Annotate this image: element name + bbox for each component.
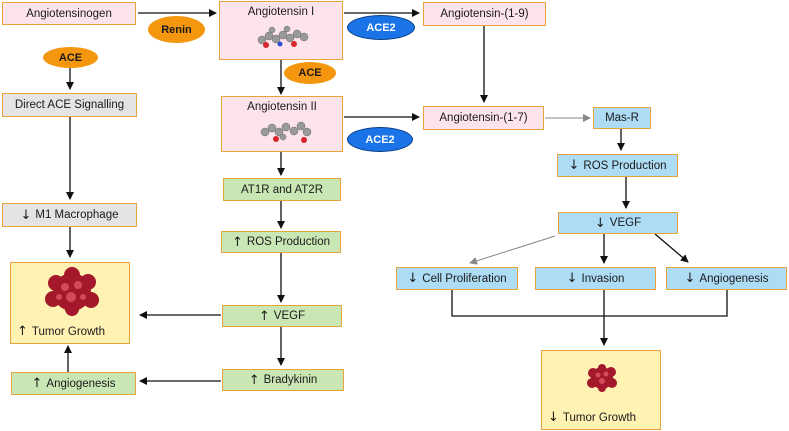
angiotensin-ii-label: Angiotensin II: [247, 101, 317, 113]
tumor-growth-left-text: ↑Tumor Growth: [17, 324, 105, 339]
at1r-at2r-node: AT1R and AT2R: [223, 178, 341, 201]
angiogenesis-right-label: Angiogenesis: [699, 272, 769, 285]
ace-left-label: ACE: [58, 51, 83, 64]
bradykinin-label: Bradykinin: [263, 374, 318, 386]
vegf-mid-node: ↑ VEGF: [222, 305, 342, 327]
down-arrow-icon: ↓: [20, 207, 32, 223]
up-arrow-icon: ↑: [17, 324, 28, 339]
up-arrow-icon: ↑: [31, 376, 43, 391]
tumor-growth-right-node: ↓Tumor Growth: [541, 350, 661, 430]
down-arrow-icon: ↓: [594, 215, 606, 231]
angiogenesis-right-node: ↓ Angiogenesis: [666, 267, 787, 290]
direct-ace-label: Direct ACE Signalling: [14, 99, 125, 111]
tumor-growth-left-label: Tumor Growth: [31, 326, 105, 338]
tumor-growth-right-label: Tumor Growth: [562, 412, 636, 424]
ace2-enzyme-top: ACE2: [347, 15, 415, 40]
vegf-right-node: ↓ VEGF: [558, 212, 678, 234]
ros-production-mid-label: ROS Production: [246, 236, 330, 248]
down-arrow-icon: ↓: [548, 410, 559, 425]
angiotensin-1-9-node: Angiotensin-(1-9): [423, 2, 546, 26]
ace-mid-label: ACE: [298, 67, 322, 79]
ros-production-right-node: ↓ ROS Production: [557, 154, 678, 177]
down-arrow-icon: ↓: [568, 158, 580, 173]
ace2-enzyme-mid: ACE2: [347, 127, 413, 152]
at1r-at2r-label: AT1R and AT2R: [240, 183, 324, 196]
tumor-cell-icon: [45, 267, 99, 316]
mas-r-label: Mas-R: [605, 112, 639, 124]
ace2-mid-label: ACE2: [365, 133, 395, 146]
cell-proliferation-label: Cell Proliferation: [422, 272, 507, 285]
ace-enzyme-mid: ACE: [284, 62, 336, 84]
angiotensin-i-node: Angiotensin I: [219, 1, 343, 60]
angiotensin-ii-node: Angiotensin II: [221, 96, 343, 152]
tumor-growth-right-text: ↓Tumor Growth: [548, 410, 636, 425]
angiotensin-1-9-label: Angiotensin-(1-9): [440, 8, 529, 20]
molecule-icon: [260, 121, 312, 143]
ace-enzyme-left: ACE: [43, 47, 98, 68]
renin-enzyme: Renin: [148, 16, 205, 43]
bradykinin-node: ↑ Bradykinin: [222, 369, 344, 391]
down-arrow-icon: ↓: [684, 271, 696, 286]
direct-ace-signalling-node: Direct ACE Signalling: [2, 93, 137, 117]
angiotensin-1-7-node: Angiotensin-(1-7): [423, 106, 544, 130]
up-arrow-icon: ↑: [248, 372, 260, 388]
tumor-growth-left-node: ↑Tumor Growth: [10, 262, 130, 344]
ace2-top-label: ACE2: [366, 21, 396, 34]
renin-label: Renin: [161, 23, 192, 36]
down-arrow-icon: ↓: [407, 271, 419, 286]
angiotensinogen-label: Angiotensinogen: [26, 7, 112, 20]
up-arrow-icon: ↑: [231, 234, 243, 250]
ros-production-right-label: ROS Production: [583, 159, 667, 172]
angiotensin-i-label: Angiotensin I: [247, 6, 315, 18]
m1-macrophage-label: M1 Macrophage: [35, 209, 119, 221]
angiogenesis-left-label: Angiogenesis: [46, 377, 116, 390]
invasion-label: Invasion: [581, 272, 625, 285]
tumor-cell-icon: [587, 364, 617, 392]
up-arrow-icon: ↑: [258, 308, 270, 324]
ros-production-mid-node: ↑ ROS Production: [221, 231, 341, 253]
m1-macrophage-node: ↓ M1 Macrophage: [2, 203, 137, 227]
vegf-right-label: VEGF: [609, 217, 642, 229]
down-arrow-icon: ↓: [566, 271, 578, 286]
vegf-mid-label: VEGF: [273, 310, 306, 322]
angiogenesis-left-node: ↑ Angiogenesis: [11, 372, 136, 395]
cell-proliferation-node: ↓ Cell Proliferation: [396, 267, 518, 290]
mas-r-node: Mas-R: [593, 107, 651, 129]
invasion-node: ↓ Invasion: [535, 267, 656, 290]
angiotensin-1-7-label: Angiotensin-(1-7): [439, 112, 528, 124]
molecule-icon: [257, 25, 309, 48]
angiotensinogen-node: Angiotensinogen: [2, 2, 136, 25]
